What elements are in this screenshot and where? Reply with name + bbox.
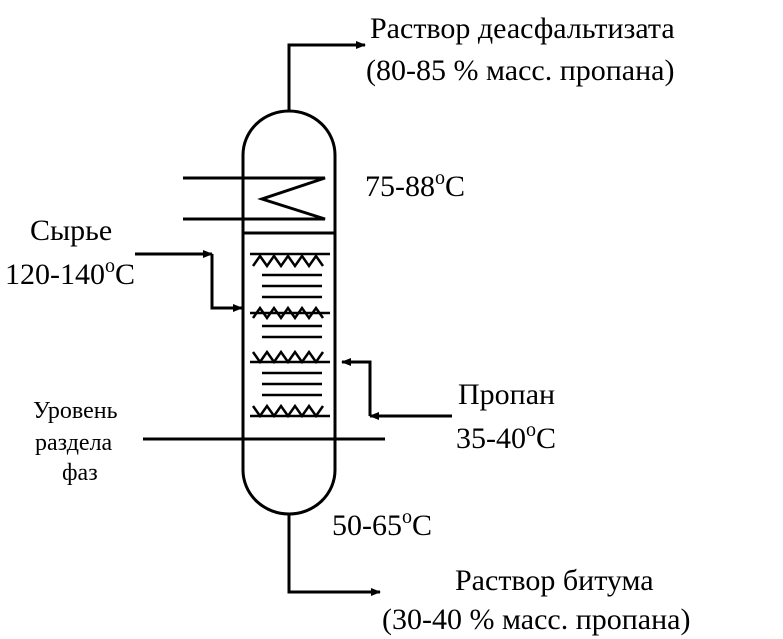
feed-temperature-label: 120-140oC [5,255,135,291]
bottom-outlet-line [287,514,381,596]
column-vessel [241,109,337,516]
top-product-label-line2: (80-85 % масс. пропана) [366,54,674,87]
tray-group-lower [250,349,330,419]
bottom-product-label-line1: Раствор битума [455,564,654,597]
bottom-product-label-line2: (30-40 % масс. пропана) [382,603,690,636]
interface-label-line1: Уровень [33,398,118,424]
interface-label-line2: раздела [35,430,113,456]
tray-group-upper [250,252,330,339]
heat-exchanger-coil [183,176,326,221]
top-product-label-line1: Раствор деасфальтизата [370,12,675,45]
interface-label-line3: фаз [62,460,98,486]
propane-name-label: Пропан [458,378,555,411]
propane-temperature-label: 35-40oC [456,419,556,455]
feed-branch-line [210,254,243,312]
propane-branch-line [341,358,372,416]
bottom-temperature-label: 50-65oC [332,506,432,542]
top-temperature-label: 75-88oC [365,167,465,203]
feed-name-label: Сырье [30,214,112,247]
top-outlet-line [287,41,366,112]
